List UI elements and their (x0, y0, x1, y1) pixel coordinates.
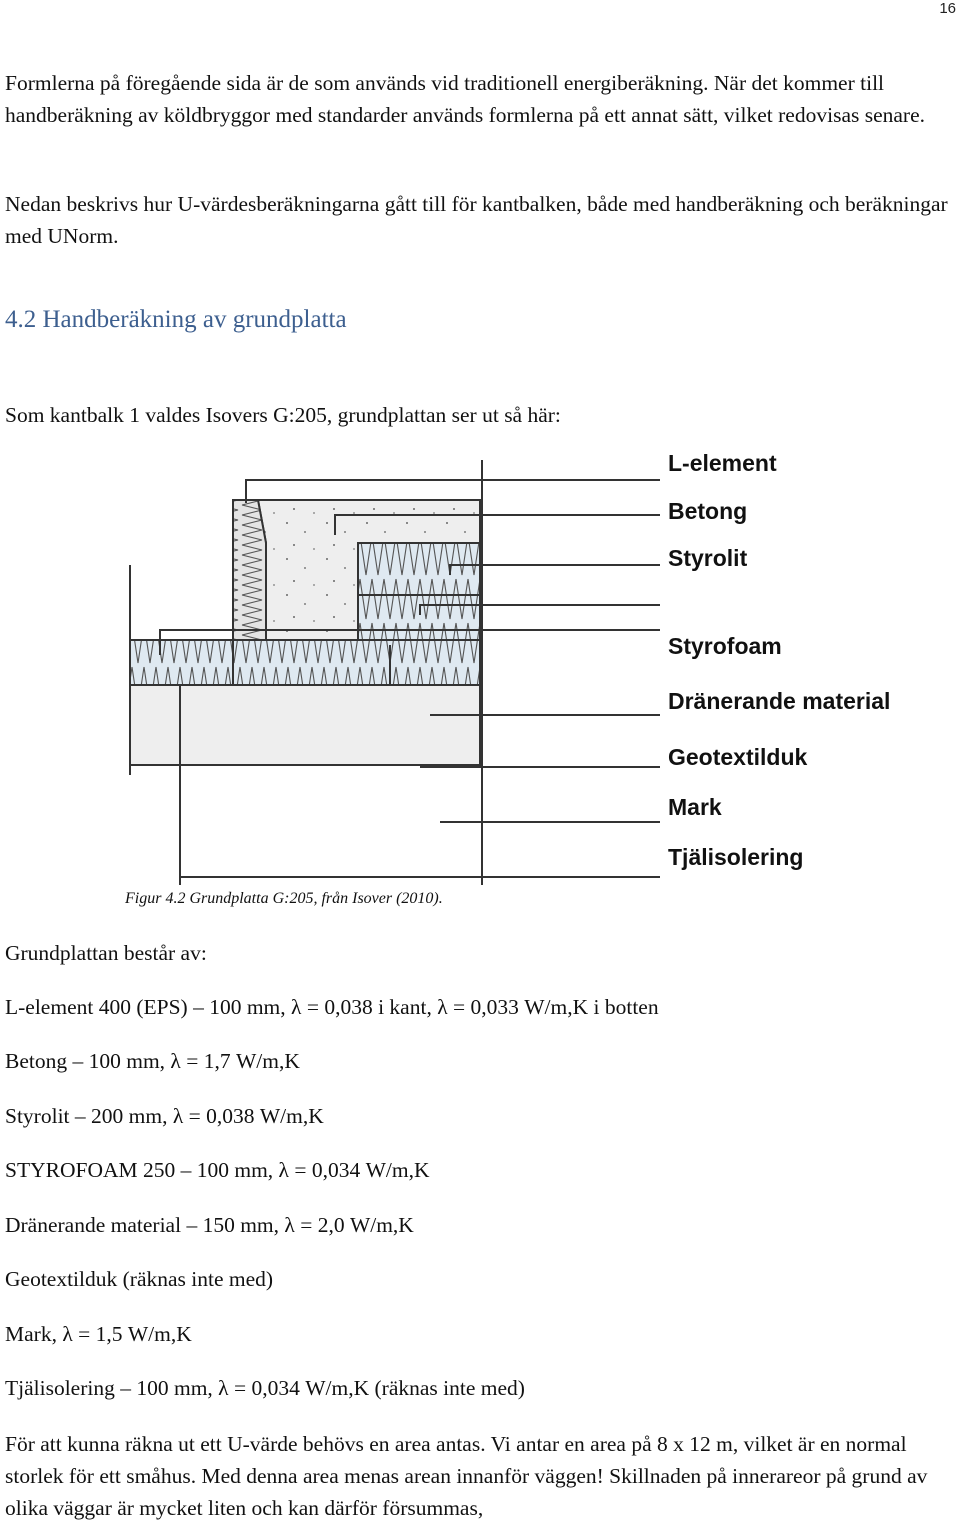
grundplatta-diagram: L-element Betong Styrolit Styrofoam Drän… (129, 450, 890, 885)
label-l-element: L-element (668, 450, 777, 476)
list-item: Betong – 100 mm, λ = 1,7 W/m,K (5, 1049, 300, 1073)
label-geotextilduk: Geotextilduk (668, 744, 808, 770)
section-intro: Som kantbalk 1 valdes Isovers G:205, gru… (5, 403, 561, 427)
list-item: Mark, λ = 1,5 W/m,K (5, 1322, 192, 1346)
label-dranerande-material: Dränerande material (668, 688, 890, 714)
label-mark: Mark (668, 794, 722, 820)
label-tjalisolering: Tjälisolering (668, 844, 803, 870)
list-item: STYROFOAM 250 – 100 mm, λ = 0,034 W/m,K (5, 1158, 430, 1182)
list-item: Dränerande material – 150 mm, λ = 2,0 W/… (5, 1213, 414, 1237)
composition-title: Grundplattan består av: (5, 941, 207, 965)
intro-paragraph-1: Formlerna på föregående sida är de som a… (5, 71, 926, 127)
closing-paragraph: För att kunna räkna ut ett U-värde behöv… (5, 1432, 928, 1520)
list-item: Geotextilduk (räknas inte med) (5, 1267, 274, 1291)
label-styrolit: Styrolit (668, 545, 748, 571)
section-heading: 4.2 Handberäkning av grundplatta (5, 306, 347, 333)
list-item: L-element 400 (EPS) – 100 mm, λ = 0,038 … (5, 995, 659, 1019)
label-betong: Betong (668, 498, 747, 524)
figure-caption: Figur 4.2 Grundplatta G:205, från Isover… (125, 890, 443, 907)
page-number: 16 (939, 0, 956, 17)
label-styrofoam: Styrofoam (668, 633, 782, 659)
intro-paragraph-2: Nedan beskrivs hur U-värdesberäkningarna… (5, 192, 948, 248)
list-item: Styrolit – 200 mm, λ = 0,038 W/m,K (5, 1104, 324, 1128)
list-item: Tjälisolering – 100 mm, λ = 0,034 W/m,K … (5, 1376, 525, 1400)
